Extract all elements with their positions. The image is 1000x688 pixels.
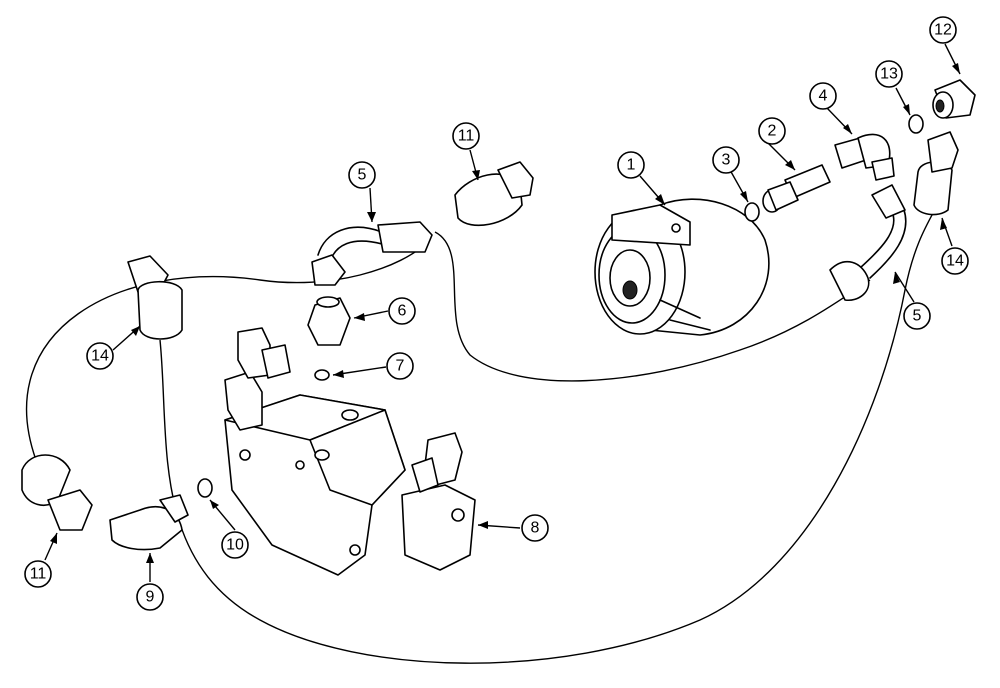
callout-4: 4 <box>809 82 837 110</box>
callout-14a-label: 14 <box>946 253 964 270</box>
hose-assembly-right <box>829 184 907 302</box>
hose-line-bottom-loop <box>159 199 941 664</box>
callout-11-bottom: 11 <box>24 560 52 588</box>
callout-9-label: 9 <box>146 589 155 606</box>
callout-8: 8 <box>521 514 549 542</box>
callout-1: 1 <box>617 151 645 179</box>
callout-3-label: 3 <box>722 152 731 169</box>
callout-1-label: 1 <box>627 157 636 174</box>
callout-11-top: 11 <box>452 122 480 150</box>
callout-7: 7 <box>386 352 414 380</box>
valve-block <box>224 327 476 576</box>
swivel-fitting-right <box>913 131 959 216</box>
callout-10-label: 10 <box>226 537 244 554</box>
elbow-fitting-9 <box>109 494 189 551</box>
fitting-11-top <box>454 161 534 227</box>
o-ring-10 <box>197 478 213 498</box>
callout-13-label: 13 <box>880 66 898 83</box>
o-ring-13 <box>908 114 924 134</box>
callout-14-left: 14 <box>86 342 114 370</box>
hose-line-left-loop <box>25 239 431 461</box>
callout-13: 13 <box>875 60 903 88</box>
callout-3: 3 <box>712 146 740 174</box>
pump-motor <box>594 198 770 336</box>
callout-12-label: 12 <box>934 22 952 39</box>
leader-lines <box>44 43 961 582</box>
callout-5-top: 5 <box>348 161 376 189</box>
callout-2: 2 <box>758 117 786 145</box>
adapter-fitting <box>762 164 831 213</box>
fitting-12 <box>932 79 976 119</box>
callout-5b-label: 5 <box>913 308 922 325</box>
callout-11a-label: 11 <box>458 128 475 145</box>
callout-14-right: 14 <box>941 247 969 275</box>
hose-assembly-top <box>311 221 433 286</box>
callout-11b-label: 11 <box>30 566 47 583</box>
callout-6: 6 <box>388 297 416 325</box>
callout-9: 9 <box>136 583 164 611</box>
callout-6-label: 6 <box>398 303 407 320</box>
callout-7-label: 7 <box>396 358 405 375</box>
callout-14b-label: 14 <box>91 348 109 365</box>
swivel-fitting-left <box>127 255 183 340</box>
callout-10: 10 <box>221 531 249 559</box>
elbow-fitting-4 <box>834 133 895 181</box>
hose-line-center-loop <box>434 231 871 382</box>
leader-5b <box>894 271 915 303</box>
callout-5a-label: 5 <box>358 167 367 184</box>
o-ring-3 <box>744 202 760 222</box>
o-ring-7 <box>314 369 330 381</box>
callout-8-label: 8 <box>531 520 540 537</box>
straight-fitting-6 <box>307 296 351 346</box>
callout-2-label: 2 <box>768 123 777 140</box>
callout-4-label: 4 <box>819 88 828 105</box>
callout-12: 12 <box>929 16 957 44</box>
callout-5-right: 5 <box>903 302 931 330</box>
fitting-11-bottom <box>21 454 93 531</box>
